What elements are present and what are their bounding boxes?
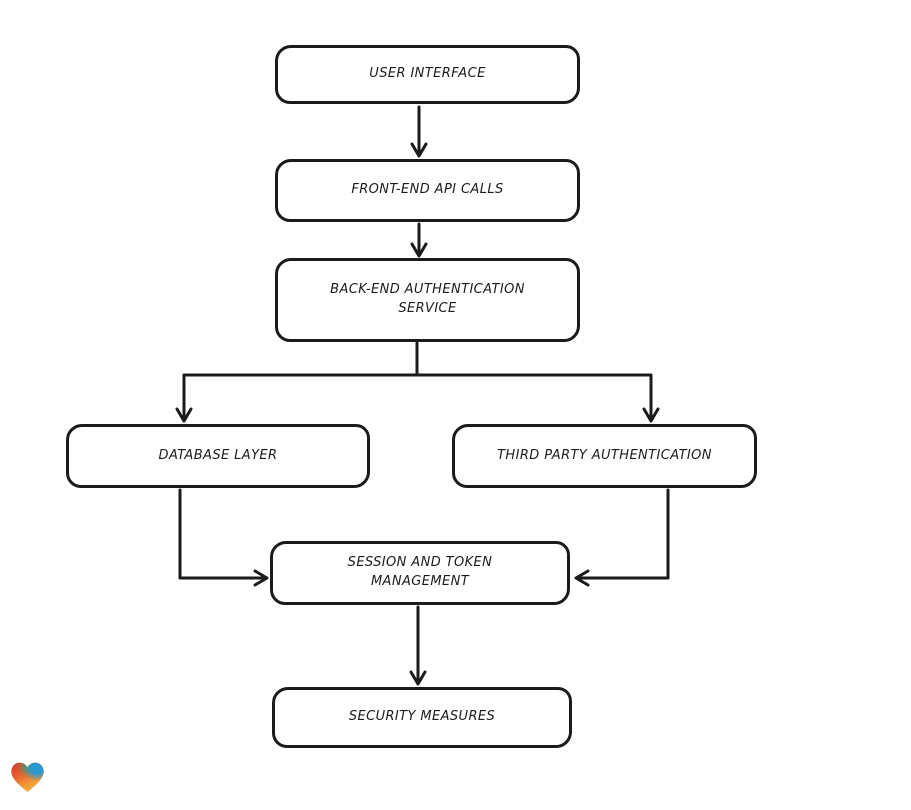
edge-third-party-authentication-to-session-and-token-management bbox=[574, 488, 670, 587]
node-third-party-authentication-label: THIRD PARTY AUTHENTICATION bbox=[497, 447, 712, 463]
node-user-interface[interactable]: USER INTERFACE bbox=[275, 45, 580, 104]
heart-gradient-logo[interactable] bbox=[9, 759, 46, 795]
edge-front-end-api-calls-to-back-end-authentication-service bbox=[410, 222, 428, 258]
node-back-end-authentication-service[interactable]: BACK-END AUTHENTICATION SERVICE bbox=[275, 258, 580, 342]
node-security-measures[interactable]: SECURITY MEASURES bbox=[272, 687, 572, 748]
edge-session-and-token-management-to-security-measures bbox=[409, 605, 427, 686]
edge-back-end-authentication-service-to-database-layer bbox=[175, 341, 419, 423]
node-front-end-api-calls[interactable]: FRONT-END API CALLS bbox=[275, 159, 580, 222]
node-third-party-authentication[interactable]: THIRD PARTY AUTHENTICATION bbox=[452, 424, 757, 488]
node-session-and-token-management-label: SESSION AND TOKEN MANAGEMENT bbox=[347, 555, 493, 589]
node-back-end-authentication-service-label: BACK-END AUTHENTICATION SERVICE bbox=[330, 282, 525, 316]
node-session-and-token-management[interactable]: SESSION AND TOKEN MANAGEMENT bbox=[270, 541, 570, 605]
node-database-layer-label: DATABASE LAYER bbox=[158, 447, 278, 463]
node-database-layer[interactable]: DATABASE LAYER bbox=[66, 424, 370, 488]
edge-user-interface-to-front-end-api-calls bbox=[410, 105, 428, 158]
edge-database-layer-to-session-and-token-management bbox=[178, 488, 269, 587]
node-front-end-api-calls-label: FRONT-END API CALLS bbox=[351, 182, 504, 198]
node-user-interface-label: USER INTERFACE bbox=[369, 66, 486, 82]
node-security-measures-label: SECURITY MEASURES bbox=[348, 709, 496, 725]
edge-back-end-authentication-service-to-third-party-authentication bbox=[415, 373, 660, 423]
